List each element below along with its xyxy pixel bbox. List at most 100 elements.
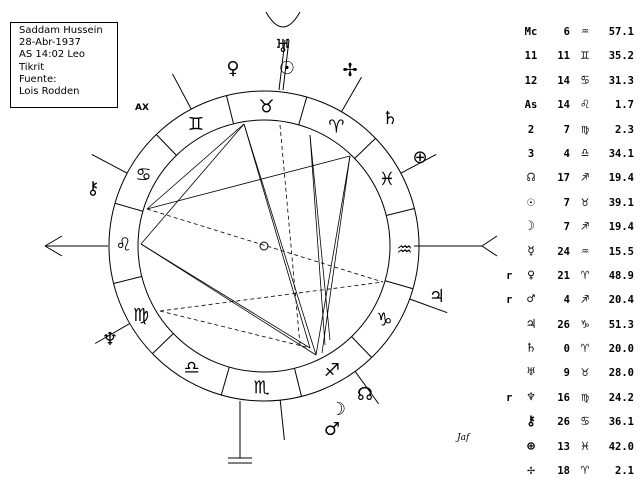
jupiter-glyph: ♃	[429, 286, 445, 307]
sign-labels: ♊♉♈♓♒♑♐♏♎♍♌♋	[115, 97, 412, 399]
sign-glyph: ♐	[581, 292, 589, 308]
body-label: ♅	[527, 365, 535, 381]
position-row: ☉7♉39.1	[506, 195, 636, 219]
sign-glyph: ♒	[581, 24, 589, 39]
sign-dividers	[113, 95, 415, 397]
sign-glyph: ♉	[258, 97, 274, 118]
house-cusp-line	[409, 298, 448, 314]
house-cusp-line	[172, 73, 192, 110]
body-label: 12	[524, 74, 538, 87]
aspect-line	[140, 243, 317, 356]
minute-value: 48.9	[608, 269, 634, 282]
aspect-line	[146, 123, 245, 210]
retrograde-flag: r	[506, 391, 513, 404]
sign-glyph: ♓	[379, 169, 395, 190]
sign-glyph: ♌	[581, 97, 589, 113]
center-marker	[259, 241, 269, 251]
chiron-glyph: ⚷	[86, 178, 99, 199]
minute-value: 28.0	[608, 367, 634, 380]
sign-glyph: ♓	[581, 438, 589, 454]
position-row: ⚷26♋36.1	[506, 414, 636, 438]
aspect-line	[315, 155, 351, 356]
position-row: ♅ 9 ♉ 28.0	[506, 365, 636, 389]
position-row: ♄0♈20.0	[506, 341, 636, 365]
position-row: ♃26♑51.3	[506, 317, 636, 341]
sign-glyph: ♌	[115, 235, 131, 256]
minute-value: 2.1	[615, 465, 634, 478]
aspect-line-dashed	[159, 310, 311, 349]
sign-glyph: ♎	[581, 145, 589, 161]
sign-divider	[298, 96, 308, 126]
minute-value: 57.1	[608, 26, 634, 38]
sign-glyph: ♈	[581, 463, 589, 479]
sign-glyph: ♋	[135, 165, 151, 186]
inner-ring	[137, 119, 391, 373]
degree-value: 9	[563, 367, 570, 380]
moon-glyph: ☽	[330, 399, 346, 420]
body-label: As	[524, 99, 538, 112]
body-label: 3	[527, 147, 535, 160]
venus-glyph: ♀	[226, 58, 239, 79]
aspect-line-dashed	[159, 281, 384, 312]
degree-value: 26	[557, 416, 570, 429]
position-row: ✢18♈2.1	[506, 463, 636, 487]
mars-glyph: ♂	[324, 419, 340, 440]
sign-glyph: ♈	[581, 341, 589, 357]
minute-value: 1.7	[615, 99, 634, 112]
degree-value: 14	[557, 74, 570, 87]
degree-value: 18	[557, 465, 570, 478]
body-label: ⊕	[527, 438, 535, 454]
body-label: ⚷	[526, 414, 536, 430]
planet-glyphs: ♅☉♀✢♄⊕♃♂☽☊♆⚷	[86, 36, 445, 440]
source-label: Fuente:	[19, 73, 57, 85]
position-row: ☿24♒15.5	[506, 244, 636, 268]
body-label: Mc	[524, 26, 538, 38]
asc-arrow	[44, 235, 63, 257]
outer-ring	[108, 90, 420, 402]
position-row: r♂4♐20.4	[506, 292, 636, 316]
minute-value: 42.0	[608, 440, 634, 453]
position-row: 12 14 ♋ 31.3	[506, 73, 636, 97]
sign-glyph: ♒	[581, 243, 589, 259]
minute-value: 31.3	[608, 74, 634, 87]
neptune-glyph: ♆	[102, 329, 118, 350]
body-label: ♃	[527, 316, 535, 332]
sign-divider	[155, 134, 177, 156]
degree-value: 0	[563, 343, 570, 356]
degree-value: 14	[557, 99, 570, 112]
mc-axis-line-2	[282, 39, 290, 91]
body-label: ♄	[527, 341, 535, 357]
degree-value: 4	[563, 147, 570, 160]
aspect-line	[321, 155, 351, 354]
sign-glyph: ♍	[581, 121, 589, 137]
minute-value: 19.4	[608, 221, 634, 234]
aspect-line	[140, 123, 245, 245]
retrograde-flag: r	[506, 269, 513, 282]
aspect-lines	[140, 123, 351, 356]
sign-glyph: ♐	[324, 360, 340, 381]
birth-date: 28-Abr-1937	[19, 37, 81, 49]
minute-value: 35.2	[608, 50, 634, 63]
sign-glyph: ♊	[188, 114, 204, 135]
source-name: Lois Rodden	[19, 86, 80, 98]
minute-value: 36.1	[608, 416, 634, 429]
body-label: 11	[524, 50, 538, 63]
sign-glyph: ♉	[581, 365, 589, 381]
aspect-line	[243, 123, 311, 349]
sign-glyph: ♋	[581, 72, 589, 88]
aspect-line-dashed	[146, 208, 384, 283]
minute-value: 51.3	[608, 318, 634, 331]
signature: Jaf	[457, 433, 470, 443]
sign-glyph: ♒	[396, 239, 412, 260]
ax-label: AX	[135, 103, 149, 113]
sign-divider	[386, 208, 415, 217]
sign-divider	[293, 368, 302, 397]
sign-glyph: ♍	[133, 305, 149, 326]
minute-value: 2.3	[615, 123, 634, 136]
sign-glyph: ♈	[581, 267, 589, 283]
